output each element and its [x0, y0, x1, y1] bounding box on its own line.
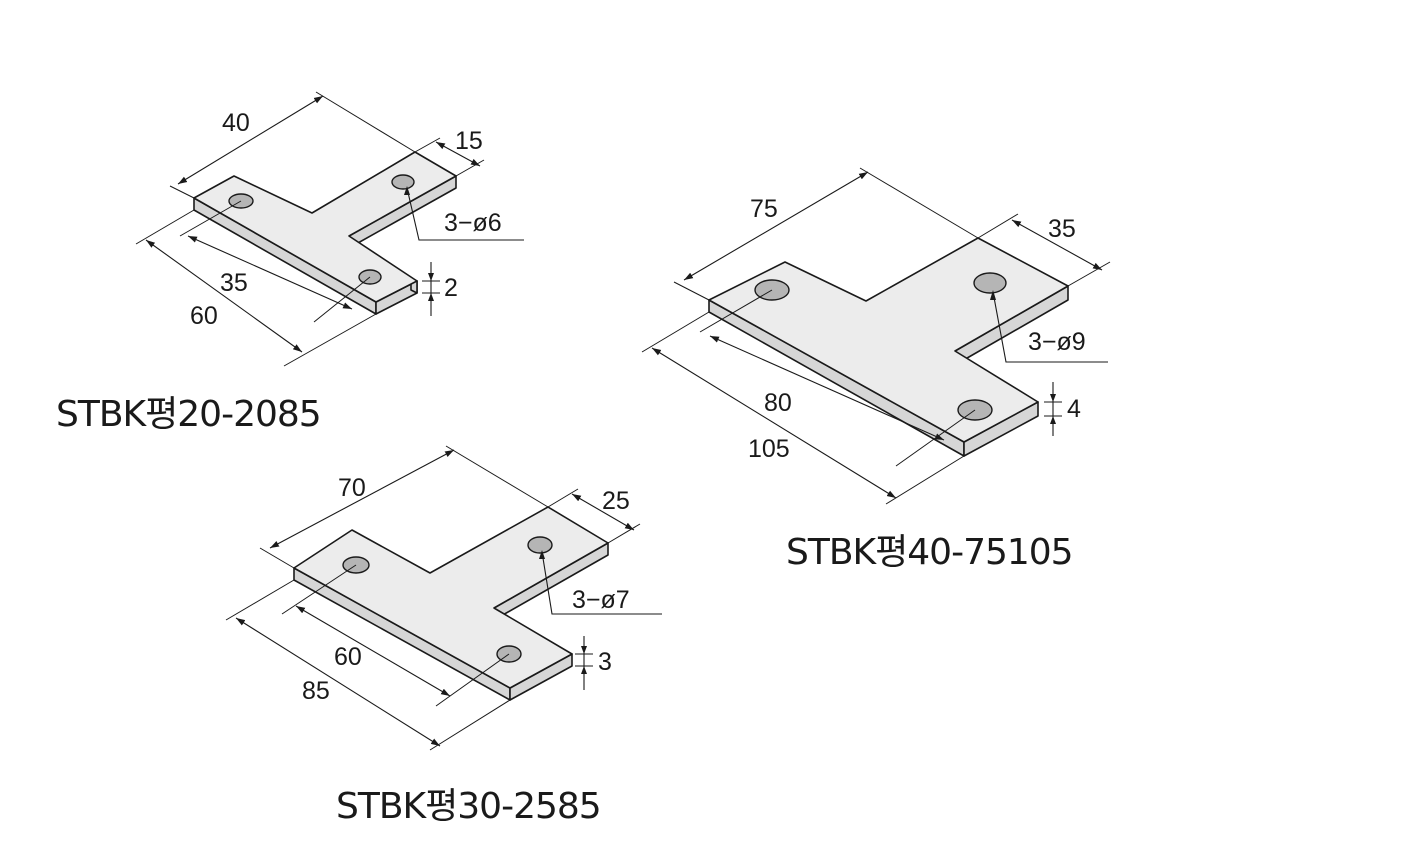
dim-hole-spec: 3−ø9	[1028, 328, 1086, 356]
drawing-stbk40-75105: 75 35 3−ø9 80 105 4 STBK평40-75105	[641, 167, 1111, 573]
hole-icon	[391, 174, 415, 190]
dim-hole-pitch: 80	[764, 389, 792, 417]
dim-top-width: 40	[222, 109, 250, 137]
dim-thickness: 3	[598, 648, 612, 676]
dim-arm-width: 15	[455, 127, 483, 155]
dim-thickness: 2	[444, 274, 458, 302]
t-plate-large	[708, 237, 1069, 457]
dim-overall-length: 85	[302, 677, 330, 705]
dim-arm-width: 35	[1048, 215, 1076, 243]
dim-top-width: 70	[338, 474, 366, 502]
dim-overall-length: 60	[190, 302, 218, 330]
part-number-label: STBK평20-2085	[56, 394, 321, 435]
hole-icon	[973, 272, 1007, 294]
drawing-stbk20-2085: 40 15 3−ø6 35 60 2 STBK평20-2085	[56, 91, 524, 435]
dim-hole-spec: 3−ø7	[572, 586, 630, 614]
t-plate-medium	[293, 506, 609, 701]
dim-overall-length: 105	[748, 435, 790, 463]
dim-hole-pitch: 35	[220, 269, 248, 297]
part-number-label: STBK평40-75105	[786, 532, 1073, 573]
dim-arm-width: 25	[602, 487, 630, 515]
part-number-label: STBK평30-2585	[336, 786, 601, 827]
hole-icon	[527, 536, 553, 554]
dim-hole-spec: 3−ø6	[444, 209, 502, 237]
drawing-stbk30-2585: 70 25 3−ø7 60 85 3 STBK평30-2585	[225, 445, 662, 827]
dim-top-width: 75	[750, 195, 778, 223]
dim-thickness: 4	[1067, 395, 1081, 423]
dim-hole-pitch: 60	[334, 643, 362, 671]
